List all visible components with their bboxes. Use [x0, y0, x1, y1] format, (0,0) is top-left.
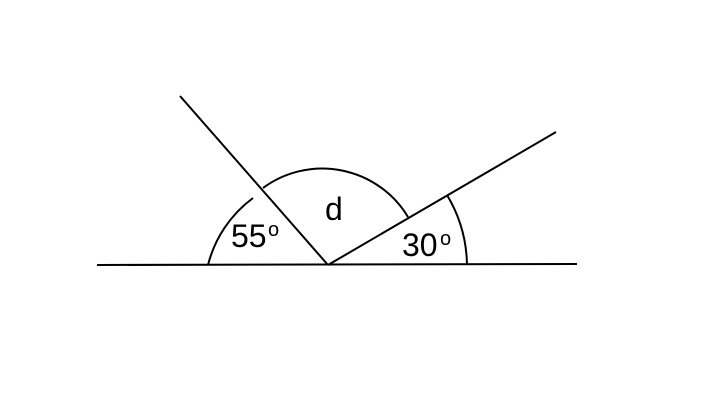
arc-middle-angle [262, 167, 409, 218]
angle-label-d: d [325, 191, 343, 227]
degree-mark-left: o [268, 219, 279, 241]
degree-mark-right: o [440, 228, 451, 250]
arc-left-angle [207, 197, 254, 266]
baseline [96, 263, 578, 266]
angle-label-55: 55 [231, 218, 267, 254]
left-ray [179, 95, 329, 266]
arc-right-angle [446, 194, 468, 266]
angle-label-30: 30 [402, 227, 438, 263]
right-ray [327, 131, 557, 266]
